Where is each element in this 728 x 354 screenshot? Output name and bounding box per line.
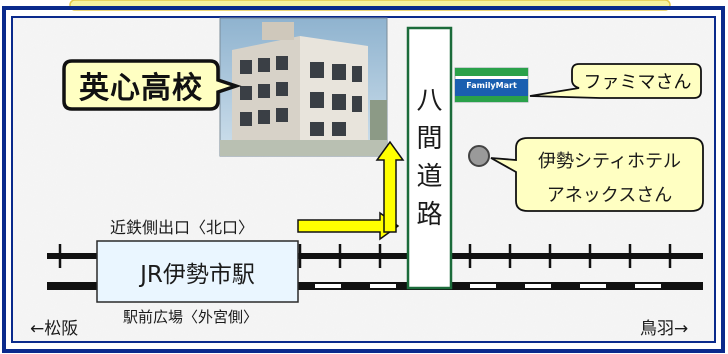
station-box: [96, 240, 299, 303]
school-callout-bubble: [62, 59, 242, 111]
familymart-sign-text: FamilyMart: [466, 81, 517, 90]
exit-label: 近鉄側出口〈北口〉: [110, 218, 255, 237]
map-frame: [2, 6, 725, 353]
familymart-callout-label: ファミマさん: [583, 72, 692, 93]
direction-east-label: 鳥羽→: [640, 319, 689, 339]
hotel-callout-bubble: [490, 137, 704, 212]
hotel-marker-icon: [468, 145, 490, 167]
road-name-label: 八間道路: [416, 86, 443, 230]
station-name-label: JR伊勢市駅: [140, 262, 255, 288]
rail-line-north: [47, 253, 703, 259]
direction-west-label: ←松阪: [30, 319, 79, 339]
rail-ties-north: [58, 244, 672, 268]
station-plaza-label: 駅前広場〈外宮側〉: [123, 308, 259, 326]
school-name-label: 英心高校: [79, 71, 203, 106]
route-arrow: [297, 140, 405, 241]
route-arrow-north: [375, 140, 405, 233]
hotel-callout-line2: アネックスさん: [546, 185, 673, 206]
hotel-callout-line1: 伊勢シティホテル: [538, 151, 681, 172]
road-hachiken: [406, 26, 453, 290]
familymart-sign: [454, 67, 529, 103]
railway: [47, 244, 703, 290]
familymart-callout-bubble: [529, 63, 702, 99]
rail-dashes-south: [315, 284, 661, 288]
school-building-image: [219, 17, 388, 157]
